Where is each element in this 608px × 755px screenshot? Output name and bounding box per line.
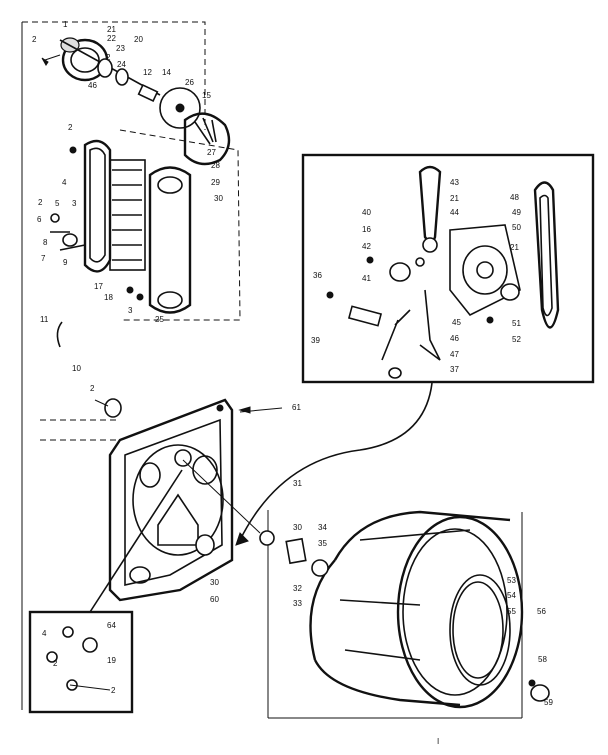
callout: 1 [63,20,68,29]
callout: 14 [162,68,171,77]
callout: 30 [214,194,223,203]
callout: 18 [104,293,113,302]
callout: 32 [293,584,302,593]
callout: 30 [293,523,302,532]
rear-bulkhead [40,398,283,602]
callout: 46 [450,334,459,343]
callout: 29 [211,178,220,187]
callout: 40 [362,208,371,217]
callout: 26 [185,78,194,87]
callout: 51 [512,319,521,328]
callout: 22 [107,34,116,43]
callout: 35 [318,539,327,548]
belt-idler-detail-inset [301,153,595,384]
callout: 33 [293,599,302,608]
callout: 12 [143,68,152,77]
callout: 8 [43,238,48,247]
callout: 5 [55,199,60,208]
callout: 58 [538,655,547,664]
callout: 28 [211,161,220,170]
callout: 34 [318,523,327,532]
callout: 59 [544,698,553,707]
callout: 37 [450,365,459,374]
callout: 27 [207,148,216,157]
callout: 2 [106,53,111,62]
callout: 36 [313,271,322,280]
callout: 9 [63,258,68,267]
callout: 21 [510,243,519,252]
callout: I [437,737,439,746]
callout: 46 [88,81,97,90]
callout: 61 [292,403,301,412]
callout: 45 [452,318,461,327]
drum-assembly [259,510,550,719]
callout: 60 [210,595,219,604]
callout: 3 [72,199,77,208]
callout: 64 [107,621,116,630]
callout: 56 [537,607,546,616]
callout: 23 [116,44,125,53]
callout: 7 [41,254,46,263]
callout: 10 [72,364,81,373]
callout: 48 [510,193,519,202]
callout: 43 [450,178,459,187]
callout: 44 [450,208,459,217]
belt-bearing-assembly [50,129,241,348]
callout: 15 [202,91,211,100]
bearing-detail-inset [28,610,134,714]
callout: 4 [62,178,67,187]
callout: 54 [507,591,516,600]
callout: 42 [362,242,371,251]
callout: 50 [512,223,521,232]
callout: 21 [107,25,116,34]
callout: 3 [128,306,133,315]
callout: 20 [134,35,143,44]
callout: 19 [107,656,116,665]
callout: 47 [450,350,459,359]
part-callouts: 1 21 2 22 20 23 2 24 12 14 26 46 15 2 27… [32,20,553,746]
callout: 2 [53,659,58,668]
callout: 4 [42,629,47,638]
callout: 53 [507,576,516,585]
callout: 41 [362,274,371,283]
callout: 39 [311,336,320,345]
callout: 49 [512,208,521,217]
callout: 31 [293,479,302,488]
callout: 11 [40,315,49,324]
callout: 16 [362,225,371,234]
callout: 2 [32,35,37,44]
callout: 30 [210,578,219,587]
callout: 2 [90,384,95,393]
callout: 25 [155,315,164,324]
callout: 2 [111,686,116,695]
callout: 55 [507,607,516,616]
callout: 2 [68,123,73,132]
assembly-connectors [89,382,433,613]
callout: 21 [450,194,459,203]
callout: 17 [94,282,103,291]
callout: 2 [38,198,43,207]
callout: 52 [512,335,521,344]
motor-blower-assembly [21,21,231,710]
callout: 24 [117,60,126,69]
callout: 6 [37,215,42,224]
